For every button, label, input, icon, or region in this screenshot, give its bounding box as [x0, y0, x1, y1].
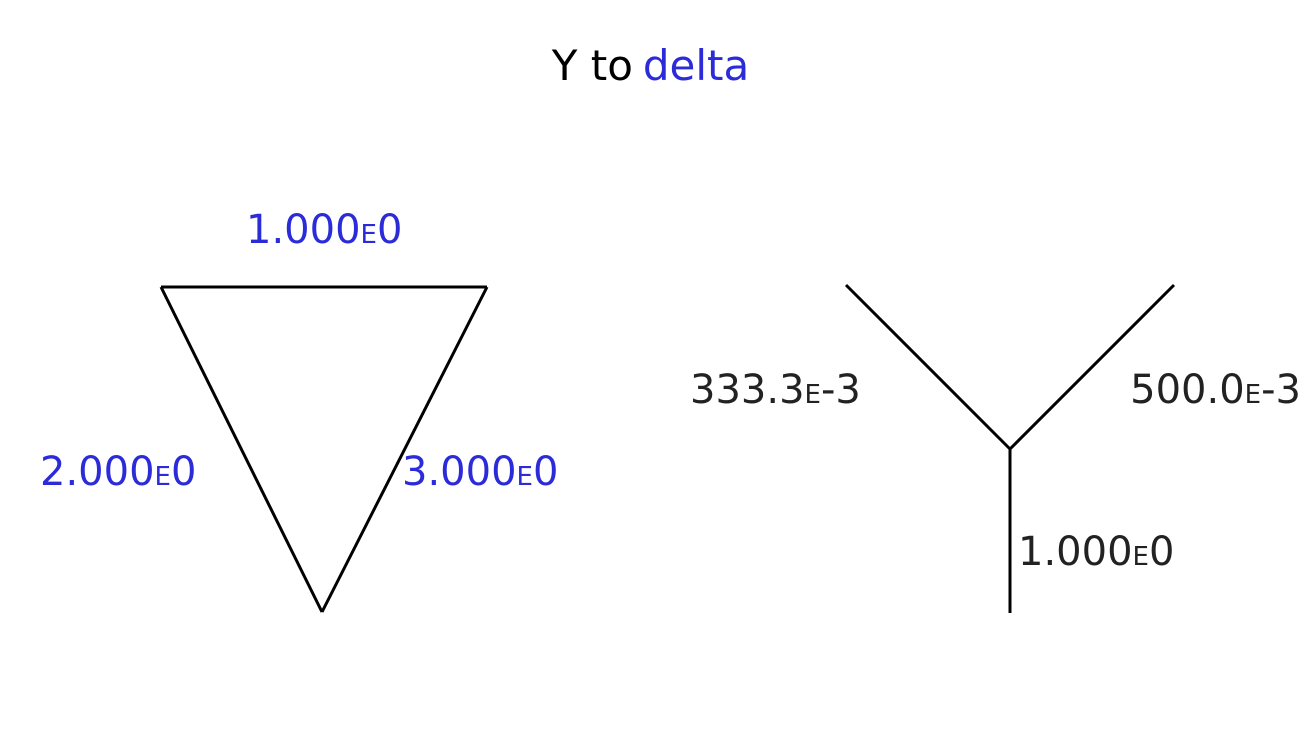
- value-exponent: 0: [1148, 529, 1175, 575]
- value-exp-mark: E: [360, 220, 377, 250]
- value-exp-mark: E: [1132, 542, 1149, 572]
- wye-upper-left-branch: [844, 283, 1012, 451]
- value-exp-mark: E: [516, 462, 533, 492]
- value-mantissa: 333.3: [690, 367, 805, 413]
- value-exponent: 0: [170, 449, 197, 495]
- delta-right-value[interactable]: 3.000E0: [402, 448, 558, 501]
- value-exponent: 0: [532, 449, 559, 495]
- value-mantissa: 1.000: [1018, 529, 1133, 575]
- wye-bottom-value: 1.000E0: [1018, 528, 1174, 581]
- value-exp-mark: E: [1244, 380, 1262, 410]
- value-exponent: -3: [820, 367, 861, 413]
- value-mantissa: 500.0: [1130, 367, 1245, 413]
- wye-upper-right-branch: [1008, 283, 1176, 451]
- value-exponent: 0: [376, 207, 403, 253]
- value-exp-mark: E: [154, 462, 171, 492]
- wye-upper-right-value: 500.0E-3: [1130, 366, 1301, 419]
- delta-left-edge: [159, 286, 324, 613]
- wye-network: [844, 283, 1176, 613]
- value-exponent: -3: [1261, 367, 1301, 413]
- delta-top-value[interactable]: 1.000E0: [246, 206, 402, 259]
- delta-network: [159, 285, 489, 613]
- wye-upper-left-value: 333.3E-3: [690, 366, 861, 419]
- delta-left-value[interactable]: 2.000E0: [40, 448, 196, 501]
- delta-right-edge: [320, 286, 489, 613]
- value-mantissa: 2.000: [40, 449, 155, 495]
- value-exp-mark: E: [804, 380, 821, 410]
- value-mantissa: 3.000: [402, 449, 517, 495]
- conversion-mode-toggle[interactable]: delta: [642, 41, 750, 90]
- value-mantissa: 1.000: [246, 207, 361, 253]
- title-prefix: Y to: [551, 41, 633, 90]
